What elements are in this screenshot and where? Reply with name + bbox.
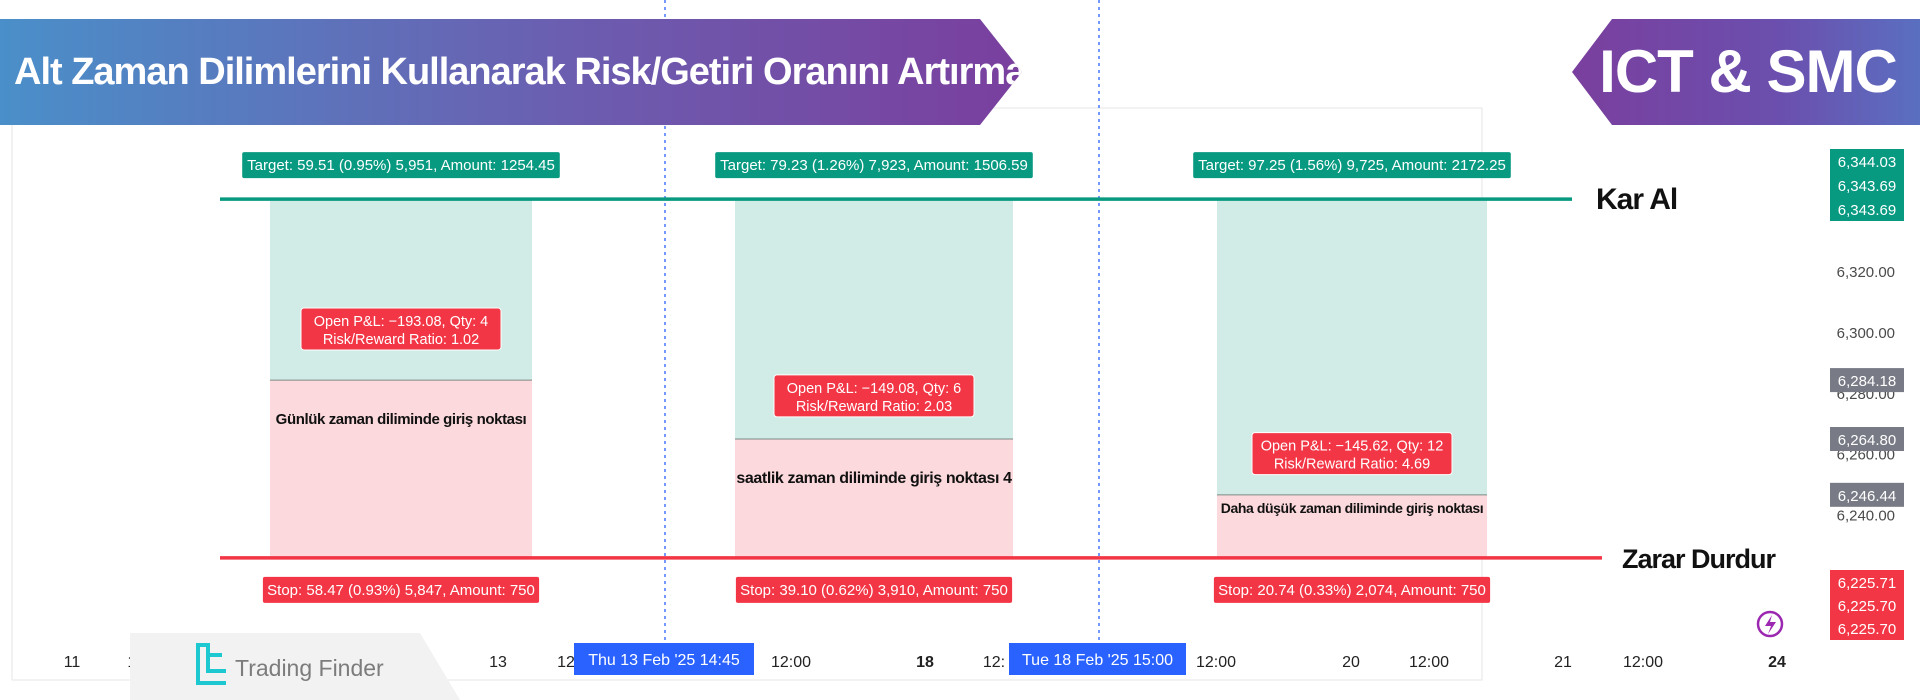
pnl-box-1 — [300, 307, 502, 351]
price-tag-entry-3-bg — [1830, 482, 1904, 507]
topic-badge-label: ICT & SMC — [1599, 38, 1898, 105]
x-tick-label: 12:00 — [1623, 654, 1663, 671]
crosshair-date-bg-2 — [1009, 643, 1186, 675]
entry-note-2: saatlik zaman diliminde giriş noktası 4 — [736, 470, 1012, 487]
price-tag-stop-1: 6,225.71 — [1838, 575, 1896, 592]
y-tick-label: 6,240.00 — [1837, 507, 1895, 524]
price-tag-stop-2: 6,225.70 — [1838, 598, 1896, 615]
target-label-bg-3 — [1193, 152, 1511, 179]
stop-label-bg-2 — [735, 576, 1013, 603]
x-tick-label: 12:00 — [771, 654, 811, 671]
pnl-line1-1: Open P&L: −193.08, Qty: 4 — [314, 314, 489, 330]
price-tag-stop-3-bg — [1830, 616, 1904, 640]
x-tick-label: 20 — [1342, 654, 1360, 671]
watermark: Trading Finder — [130, 633, 460, 700]
lightning-icon — [1756, 610, 1784, 638]
crosshair-date-label-1: Thu 13 Feb '25 14:45 — [588, 652, 740, 669]
x-tick-label: 18 — [916, 654, 934, 671]
target-label-2: Target: 79.23 (1.26%) 7,923, Amount: 150… — [720, 157, 1028, 174]
stop-label-1: Stop: 58.47 (0.93%) 5,847, Amount: 750 — [267, 582, 535, 599]
crosshair-date-bg-1 — [574, 643, 754, 675]
loss-zone-2 — [735, 439, 1013, 558]
price-tag-target-3: 6,343.69 — [1838, 202, 1896, 219]
price-tag-entry-1-bg — [1830, 368, 1904, 393]
x-tick-label: 12:00 — [1409, 654, 1449, 671]
trading-finder-logo-icon — [196, 643, 226, 685]
pnl-line1-2: Open P&L: −149.08, Qty: 6 — [787, 381, 962, 397]
price-tag-entry-2: 6,264.80 — [1838, 432, 1896, 449]
price-tag-stop-2-bg — [1830, 593, 1904, 617]
pnl-box-3 — [1251, 432, 1453, 476]
stop-label-bg-1 — [262, 576, 540, 603]
profit-zone-1 — [270, 199, 532, 381]
title-banner: Alt Zaman Dilimlerini Kullanarak Risk/Ge… — [0, 19, 1022, 125]
page-title: Alt Zaman Dilimlerini Kullanarak Risk/Ge… — [14, 51, 1026, 93]
pnl-line2-2: Risk/Reward Ratio: 2.03 — [796, 399, 952, 415]
crosshair-date-label-2: Tue 18 Feb '25 15:00 — [1022, 652, 1173, 669]
y-tick-label: 6,300.00 — [1837, 325, 1895, 342]
target-label-1: Target: 59.51 (0.95%) 5,951, Amount: 125… — [247, 157, 555, 174]
topic-badge: ICT & SMC — [1572, 19, 1920, 125]
price-tag-entry-3: 6,246.44 — [1838, 488, 1896, 505]
price-tag-target-2-bg — [1830, 173, 1904, 197]
target-label-3: Target: 97.25 (1.56%) 9,725, Amount: 217… — [1198, 157, 1506, 174]
loss-zone-1 — [270, 380, 532, 558]
x-tick-label: 24 — [1768, 654, 1786, 671]
watermark-text: Trading Finder — [235, 655, 384, 681]
price-tag-target-1: 6,344.03 — [1838, 154, 1896, 171]
pnl-line2-1: Risk/Reward Ratio: 1.02 — [323, 332, 479, 348]
x-tick-label: 12 — [557, 654, 575, 671]
price-tag-stop-1-bg — [1830, 570, 1904, 594]
stop-label-bg-3 — [1213, 576, 1491, 603]
target-label-bg-2 — [715, 152, 1033, 179]
target-label-bg-1 — [242, 152, 560, 179]
price-tag-entry-1: 6,284.18 — [1838, 373, 1896, 390]
stop-label-2: Stop: 39.10 (0.62%) 3,910, Amount: 750 — [740, 582, 1008, 599]
pnl-box-2 — [773, 374, 975, 418]
price-tag-target-3-bg — [1830, 197, 1904, 221]
lightning-bolt-icon — [1765, 615, 1776, 634]
x-tick-label: 13 — [489, 654, 507, 671]
price-tag-stop-3: 6,225.70 — [1838, 621, 1896, 638]
x-tick-label: 21 — [1554, 654, 1572, 671]
entry-note-3: Daha düşük zaman diliminde giriş noktası — [1221, 500, 1484, 516]
price-tag-entry-2-bg — [1830, 427, 1904, 452]
pnl-line2-3: Risk/Reward Ratio: 4.69 — [1274, 457, 1430, 473]
x-tick-label: 11 — [64, 654, 81, 671]
x-tick-label: 12: — [983, 654, 1005, 671]
stop-label-3: Stop: 20.74 (0.33%) 2,074, Amount: 750 — [1218, 582, 1486, 599]
y-tick-label: 6,320.00 — [1837, 264, 1895, 281]
loss-zone-3 — [1217, 494, 1487, 558]
target-line-label: Kar Al — [1596, 183, 1677, 216]
x-tick-label: 12:00 — [1196, 654, 1236, 671]
price-tag-target-1-bg — [1830, 149, 1904, 173]
entry-note-1: Günlük zaman diliminde giriş noktası — [276, 411, 527, 428]
price-tag-target-2: 6,343.69 — [1838, 178, 1896, 195]
pnl-line1-3: Open P&L: −145.62, Qty: 12 — [1261, 439, 1444, 455]
stop-line-label: Zarar Durdur — [1622, 544, 1777, 574]
